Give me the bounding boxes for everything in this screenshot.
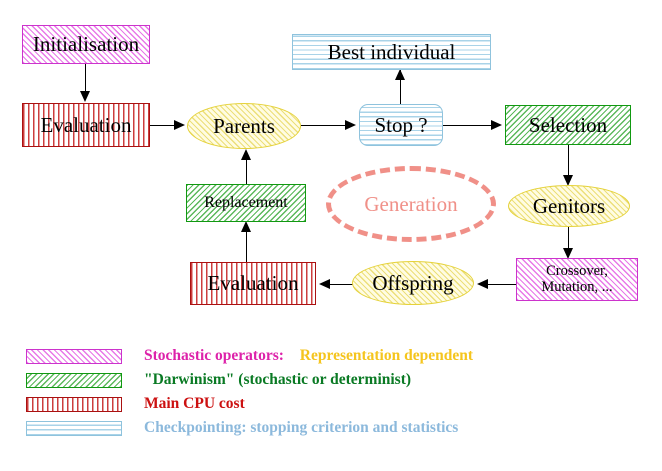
arrowhead-replacement-to-parents xyxy=(241,149,251,160)
node-replacement[interactable]: Replacement xyxy=(186,184,306,222)
node-best-individual[interactable]: Best individual xyxy=(292,34,491,70)
arrowhead-evaluation-to-parents xyxy=(174,120,185,130)
arrowhead-offspring-to-evaluation xyxy=(319,279,330,289)
node-selection-label: Selection xyxy=(528,112,608,137)
arrowhead-genitors-to-operators xyxy=(563,248,573,259)
blue-hatch-swatch xyxy=(26,420,122,436)
arrowhead-stop-to-best-individual xyxy=(395,69,405,80)
arrowhead-parents-to-stop xyxy=(345,120,356,130)
arrowhead-evaluation-to-replacement xyxy=(241,221,251,232)
red-hatch-swatch xyxy=(26,396,122,412)
node-generation-label: Generation xyxy=(364,191,458,216)
edge-operators-to-offspring xyxy=(487,284,518,286)
node-operators-label-line2: Mutation, ... xyxy=(541,278,613,295)
legend-text-primary-0: Stochastic operators: xyxy=(144,347,284,364)
edge-initialisation-to-evaluation xyxy=(85,64,87,93)
node-initialisation[interactable]: Initialisation xyxy=(22,25,150,64)
arrowhead-selection-to-genitors xyxy=(563,175,573,186)
node-replacement-label: Replacement xyxy=(204,193,288,211)
edge-offspring-to-evaluation xyxy=(330,284,355,286)
legend-label-darwinism: "Darwinism" (stochastic or determinist) xyxy=(144,371,411,389)
node-stop[interactable]: Stop ? xyxy=(359,104,443,146)
legend: Stochastic operators: Representation dep… xyxy=(26,344,473,440)
node-evaluation-bottom-label: Evaluation xyxy=(207,271,299,296)
legend-text-primary-1: "Darwinism" (stochastic or determinist) xyxy=(144,371,412,388)
arrowhead-initialisation-to-evaluation xyxy=(80,91,90,102)
legend-row-darwinism: "Darwinism" (stochastic or determinist) xyxy=(26,368,473,392)
node-selection[interactable]: Selection xyxy=(505,105,631,145)
node-parents-label: Parents xyxy=(213,113,275,138)
node-genitors[interactable]: Genitors xyxy=(508,185,630,227)
node-initialisation-label: Initialisation xyxy=(32,32,140,57)
node-offspring-label: Offspring xyxy=(372,270,454,295)
node-evaluation-bottom[interactable]: Evaluation xyxy=(190,262,316,305)
legend-text-primary-3: Checkpointing: stopping criterion and st… xyxy=(144,419,459,436)
node-stop-label: Stop ? xyxy=(374,112,428,137)
edge-stop-to-selection xyxy=(443,125,493,127)
node-operators[interactable]: Crossover, Mutation, ... xyxy=(516,258,638,301)
node-genitors-label: Genitors xyxy=(532,193,606,218)
legend-label-checkpointing: Checkpointing: stopping criterion and st… xyxy=(144,419,458,437)
node-best-individual-label: Best individual xyxy=(327,39,456,64)
legend-row-main-cpu-cost: Main CPU cost xyxy=(26,392,473,416)
node-generation: Generation xyxy=(326,166,496,242)
edge-genitors-to-operators xyxy=(568,227,570,250)
node-offspring[interactable]: Offspring xyxy=(352,261,474,305)
arrowhead-stop-to-selection xyxy=(491,120,502,130)
magenta-hatch-swatch xyxy=(26,348,122,364)
edge-replacement-to-parents xyxy=(246,152,248,185)
green-hatch-swatch xyxy=(26,372,122,388)
arrowhead-operators-to-offspring xyxy=(477,279,488,289)
node-operators-label-line1: Crossover, xyxy=(546,263,608,280)
node-evaluation-top[interactable]: Evaluation xyxy=(22,103,150,147)
edge-parents-to-stop xyxy=(301,125,347,127)
edge-evaluation-to-replacement xyxy=(246,223,248,263)
legend-row-checkpointing: Checkpointing: stopping criterion and st… xyxy=(26,416,473,440)
legend-text-primary-2: Main CPU cost xyxy=(144,395,245,412)
legend-row-stochastic-operators: Stochastic operators: Representation dep… xyxy=(26,344,473,368)
node-parents[interactable]: Parents xyxy=(187,103,301,149)
edge-stop-to-best-individual xyxy=(400,70,402,104)
legend-text-secondary-0: Representation dependent xyxy=(299,347,474,364)
legend-label-stochastic-operators: Stochastic operators: Representation dep… xyxy=(144,347,473,365)
edge-selection-to-genitors xyxy=(568,145,570,177)
legend-label-main-cpu-cost: Main CPU cost xyxy=(144,395,245,413)
edge-evaluation-to-parents xyxy=(150,125,176,127)
node-evaluation-top-label: Evaluation xyxy=(40,112,132,137)
